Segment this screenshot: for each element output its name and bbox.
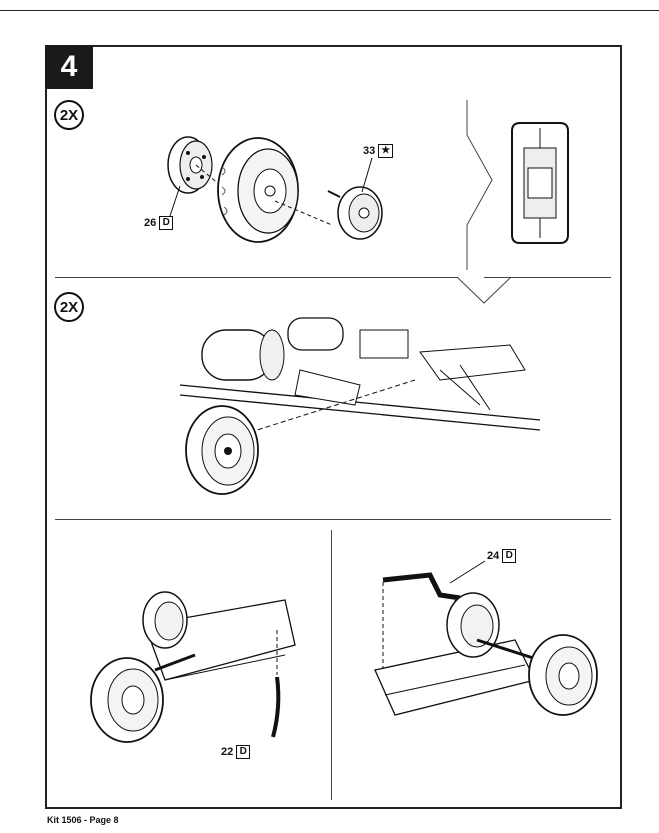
tire-cross-section-detail — [511, 122, 569, 244]
step-number-badge: 4 — [45, 45, 93, 89]
part-code: ★ — [378, 144, 394, 158]
chassis-wheel-illustration — [179, 317, 541, 495]
part-code: D — [159, 216, 174, 230]
quantity-2x-badge-top: 2X — [54, 100, 84, 130]
wheel-exploded-illustration — [167, 136, 383, 243]
quantity-2x-badge-middle: 2X — [54, 292, 84, 322]
part-code: D — [502, 549, 517, 563]
divider-1b — [484, 277, 611, 278]
detail-callout-lines — [456, 100, 512, 304]
part-code: D — [236, 745, 251, 759]
rear-chassis-part22-illustration — [90, 591, 296, 743]
step-frame — [45, 45, 622, 809]
part-number: 22 — [221, 746, 234, 758]
part-label-26: 26 D — [144, 216, 174, 230]
divider-1 — [55, 277, 457, 278]
leader-lines-row1 — [169, 157, 373, 217]
divider-vertical — [331, 530, 332, 800]
part-number: 26 — [144, 217, 157, 229]
rear-chassis-part24-illustration — [374, 572, 598, 716]
part-label-22: 22 D — [221, 745, 251, 759]
part-label-33: 33 ★ — [363, 144, 394, 158]
part-number: 33 — [363, 145, 376, 157]
part-number: 24 — [487, 550, 500, 562]
top-rule — [0, 10, 659, 11]
part-label-24: 24 D — [487, 549, 517, 563]
leader-line-24 — [449, 560, 486, 584]
page-footer: Kit 1506 - Page 8 — [47, 815, 119, 825]
divider-2 — [55, 519, 611, 520]
